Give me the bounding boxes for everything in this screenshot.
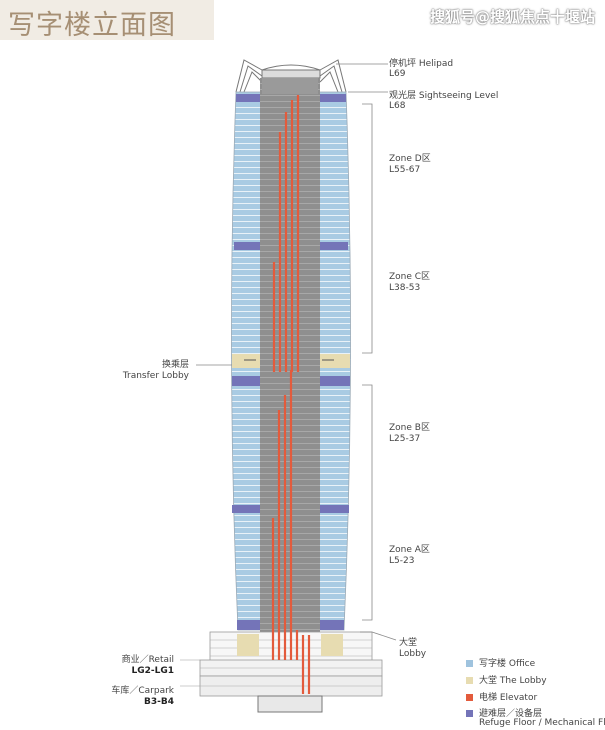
leader-lines <box>196 63 397 641</box>
legend-label-refuge: 避难层／设备层 <box>479 709 543 719</box>
label-transfer-en: Transfer Lobby <box>122 371 189 381</box>
legend-swatch-elevator <box>466 694 473 701</box>
title-banner: 写字楼立面图 <box>0 0 214 41</box>
label-zone-a: Zone A区 <box>389 545 430 555</box>
legend-swatch-refuge <box>466 710 473 717</box>
legend-label-lobby: 大堂 The Lobby <box>479 676 547 686</box>
label-zone-d-levels: L55-67 <box>389 165 421 175</box>
transfer-lobby <box>232 354 350 368</box>
label-lobby-en: Lobby <box>399 649 427 659</box>
label-zone-d: Zone D区 <box>389 154 431 164</box>
legend-label-office: 写字楼 Office <box>479 659 536 669</box>
label-zone-c-levels: L38-53 <box>389 283 421 293</box>
label-helipad: 停机坪 Helipad <box>389 59 454 69</box>
label-carpark-levels: B3-B4 <box>144 697 174 707</box>
legend-swatch-lobby <box>466 677 473 684</box>
legend-swatch-office <box>466 660 473 667</box>
page-title: 写字楼立面图 <box>8 10 176 41</box>
label-retail-levels: LG2-LG1 <box>131 666 174 676</box>
legend-label-elevator: 电梯 Elevator <box>479 693 538 703</box>
legend-elevator: 电梯 Elevator <box>466 690 537 703</box>
watermark: 搜狐号@搜狐焦点十堰站 <box>429 8 595 26</box>
label-sightseeing-level: L68 <box>389 101 406 111</box>
refuge-floors <box>232 94 350 630</box>
label-zone-c: Zone C区 <box>389 272 431 282</box>
legend-refuge: 避难层／设备层 <box>466 706 542 719</box>
label-carpark: 车库／Carpark <box>111 686 174 696</box>
label-zone-a-levels: L5-23 <box>389 556 415 566</box>
podium <box>180 631 383 713</box>
legend-office: 写字楼 Office <box>466 656 535 669</box>
legend-lobby: 大堂 The Lobby <box>466 673 547 686</box>
label-sightseeing: 观光层 Sightseeing Level <box>389 91 499 101</box>
label-helipad-level: L69 <box>389 69 406 79</box>
label-transfer-cn: 换乘层 <box>161 360 189 370</box>
label-retail: 商业／Retail <box>121 655 174 665</box>
legend-refuge-en: Refuge Floor / Mechanical Floor <box>479 718 605 728</box>
crown-structure <box>235 59 347 93</box>
label-zone-b-levels: L25-37 <box>389 434 421 444</box>
label-lobby-cn: 大堂 <box>399 638 418 648</box>
elevators <box>271 95 311 694</box>
label-zone-b: Zone B区 <box>389 423 430 433</box>
